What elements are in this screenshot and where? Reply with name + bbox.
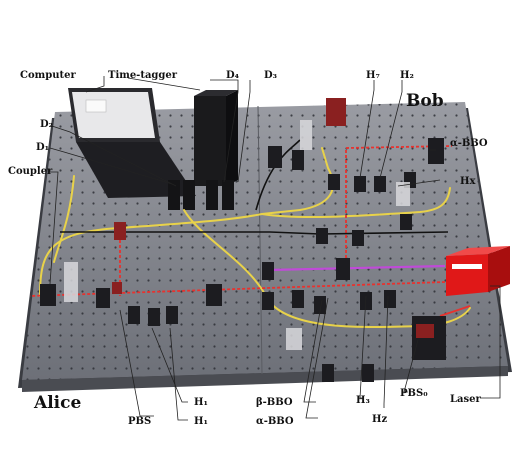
time-tagger-label: Time-tagger xyxy=(108,70,178,81)
bob-label: Bob xyxy=(406,91,444,111)
hz-label: Hz xyxy=(372,414,387,425)
h1-label: H₁ xyxy=(194,397,208,408)
h7-label: H₇ xyxy=(366,70,380,81)
d4-label: D₄ xyxy=(226,70,240,81)
pbs0-label: PBS₀ xyxy=(400,388,428,399)
pbs-label: PBS xyxy=(128,416,151,427)
laser-label: Laser xyxy=(450,394,482,405)
laser-source xyxy=(446,246,510,296)
alpha-bbo-top-label: α-BBO xyxy=(450,138,488,149)
d3-label: D₃ xyxy=(264,70,277,81)
coupler-label: Coupler xyxy=(8,166,53,177)
beta-bbo-label: β-BBO xyxy=(256,397,293,408)
computer-label: Computer xyxy=(20,70,76,81)
alpha-bbo-bottom-label: α-BBO xyxy=(256,416,294,427)
h3-label: H₃ xyxy=(356,395,370,406)
optical-mounts xyxy=(40,98,446,382)
d1-label: D₁ xyxy=(36,142,49,153)
h2-label: H₂ xyxy=(400,70,414,81)
pump-beam xyxy=(267,264,446,272)
hy-label: H₁ xyxy=(194,416,208,427)
time-tagger-box xyxy=(194,90,238,186)
hx-label: Hx xyxy=(460,176,476,187)
detectors xyxy=(168,180,234,210)
leader-lines xyxy=(48,76,501,421)
computer-laptop xyxy=(68,88,196,198)
alice-label: Alice xyxy=(33,393,81,413)
d2-label: D₂ xyxy=(40,119,53,130)
